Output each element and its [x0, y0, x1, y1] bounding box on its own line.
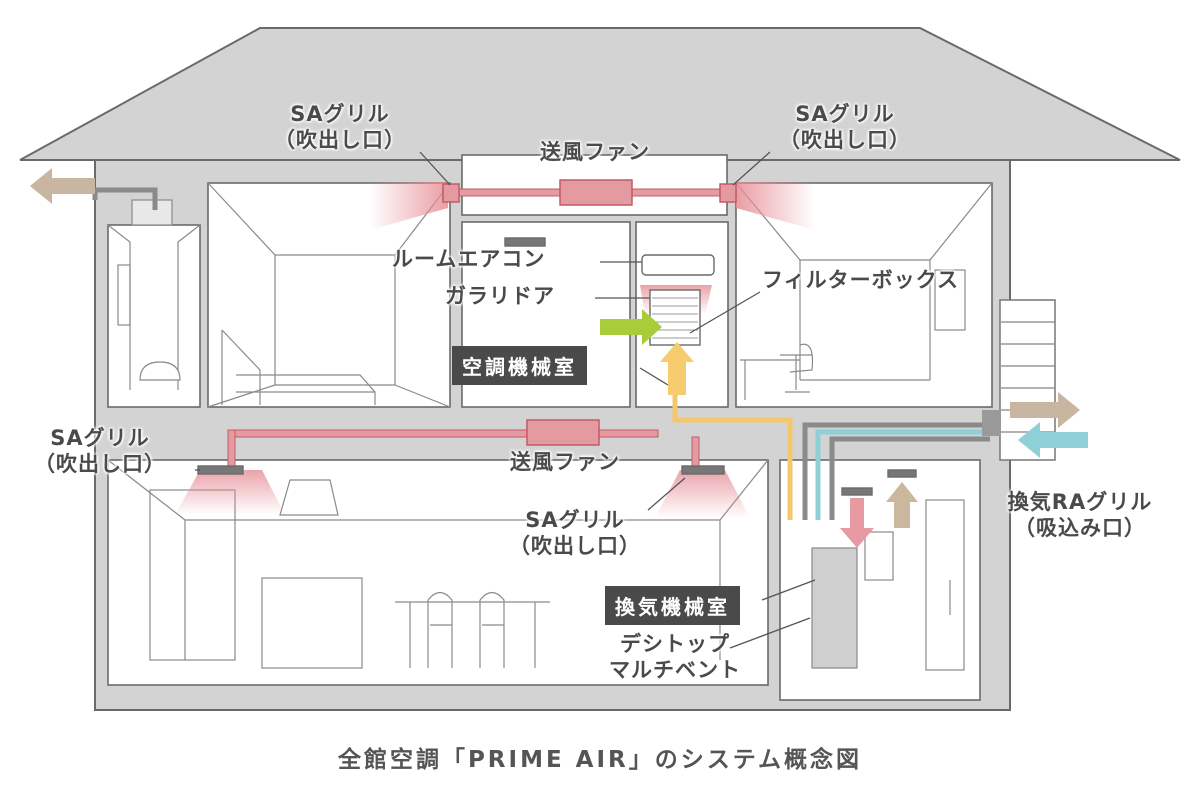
sa-grill-top-left-line1: SAグリル: [290, 102, 390, 126]
supply-ducts: [227, 179, 737, 471]
sa-grill-top-left-label: SAグリル （吹出し口）: [265, 102, 415, 153]
sa-grill-mid-left-line2: （吹出し口）: [34, 451, 166, 476]
ventilation-ra-grill-line1: 換気RAグリル: [1007, 490, 1153, 514]
sa-grill-top-left-line2: （吹出し口）: [274, 127, 406, 152]
airflow-arrows: [30, 168, 1088, 548]
diagram-caption: 全館空調「PRIME AIR」のシステム概念図: [337, 747, 863, 773]
ventilation-ra-grill-label: 換気RAグリル （吸込み口）: [990, 490, 1170, 541]
supply-down-arrow: [840, 498, 874, 548]
wall-vent-box: [982, 410, 1000, 436]
ventilation-ducts: [92, 187, 990, 520]
desitop-multivent-label: デシトップ マルチベント: [595, 632, 755, 683]
ac-machine-room-tag: 空調機械室: [452, 346, 587, 385]
blower-fan-top-label: 送風ファン: [540, 140, 650, 164]
upper-floor-rooms: [107, 154, 993, 408]
ventilation-ra-grill-line2: （吸込み口）: [1014, 515, 1146, 540]
desitop-multivent-line2: マルチベント: [609, 657, 741, 682]
return-up-arrow: [886, 482, 918, 528]
filter-box-label: フィルターボックス: [762, 268, 959, 292]
equipment: [197, 237, 917, 496]
sa-grill-mid-center-label: SAグリル （吹出し口）: [495, 508, 655, 559]
ventilation-machine-room-tag: 換気機械室: [605, 586, 740, 625]
ldk-details: [107, 459, 965, 671]
sa-grill-mid-left-line1: SAグリル: [50, 426, 150, 450]
intake-arrow: [1018, 422, 1088, 458]
sa-grill-top-right-line1: SAグリル: [795, 102, 895, 126]
exhaust-arrow-right: [1010, 392, 1080, 428]
desitop-multivent-line1: デシトップ: [620, 632, 730, 656]
room-perspective-lines: [107, 182, 993, 408]
sa-grill-mid-center-line2: （吹出し口）: [509, 533, 641, 558]
sa-grill-top-right-label: SAグリル （吹出し口）: [770, 102, 920, 153]
room-aircon-label: ルームエアコン: [392, 247, 546, 271]
leader-lines: [195, 151, 816, 649]
sa-grill-mid-center-line1: SAグリル: [525, 508, 625, 532]
exhaust-arrow-left: [30, 168, 95, 204]
louver-door-label: ガラリドア: [445, 284, 555, 308]
sa-grill-top-right-line2: （吹出し口）: [779, 127, 911, 152]
warm-air-arrow: [660, 342, 694, 395]
blower-fan-bottom-label: 送風ファン: [510, 450, 620, 474]
fresh-air-arrow: [600, 309, 662, 345]
sa-grill-mid-left-label: SAグリル （吹出し口）: [20, 426, 180, 477]
